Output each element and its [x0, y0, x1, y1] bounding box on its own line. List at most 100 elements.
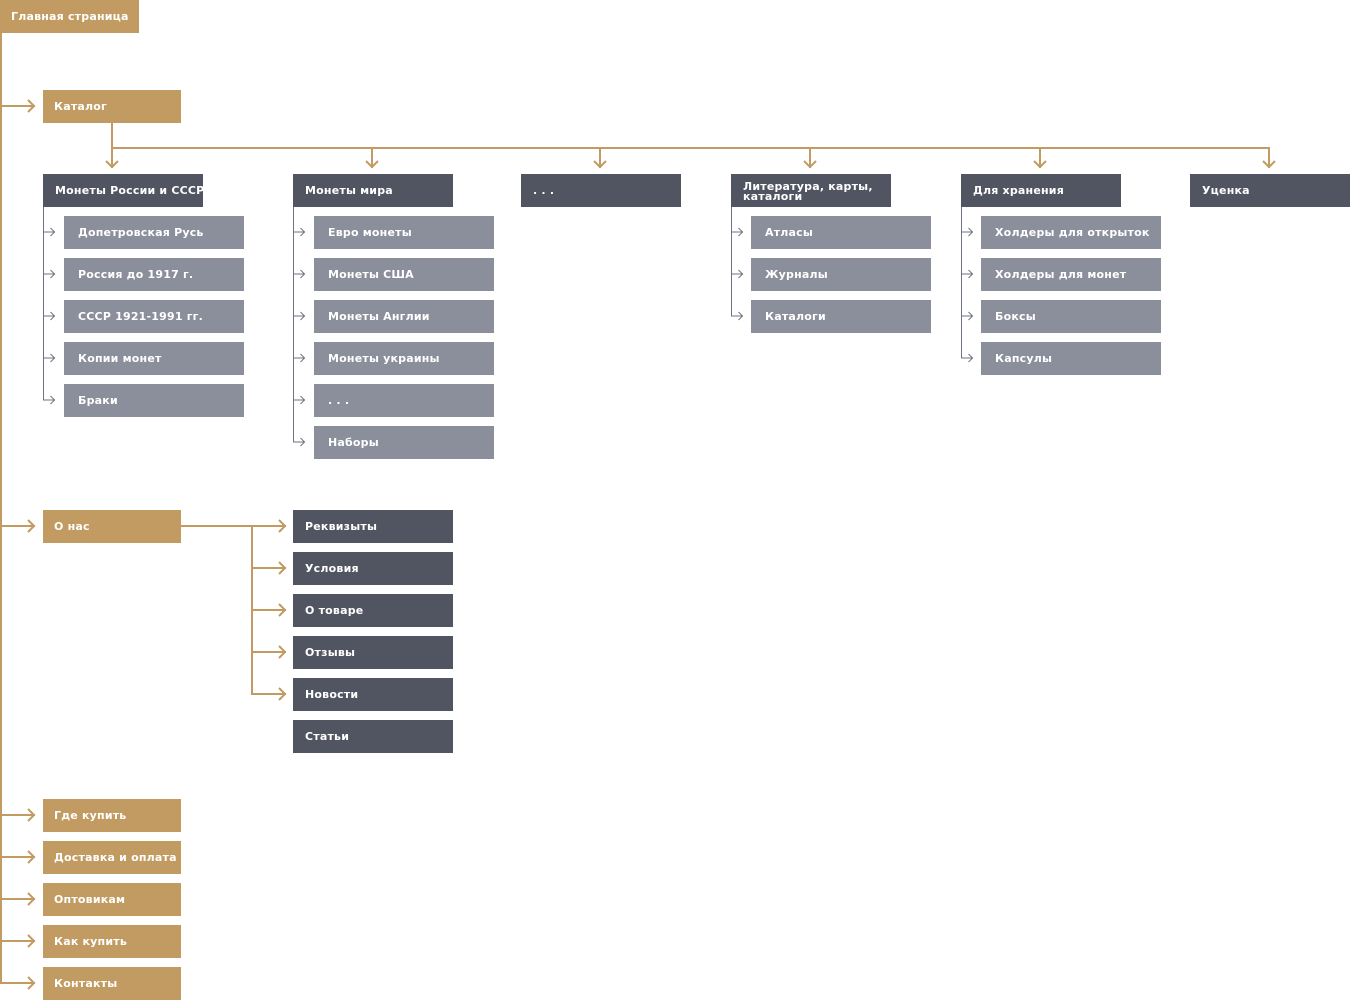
subitem-storage-3[interactable]: Капсулы	[981, 342, 1161, 375]
arrow-head-icon	[27, 976, 36, 990]
subitem-label: Каталоги	[765, 310, 826, 323]
about-item-label: Отзывы	[305, 646, 356, 659]
sub-arrow-head-icon	[738, 227, 744, 237]
about-node-label: О нас	[54, 520, 90, 533]
subitem-label: . . .	[328, 394, 350, 407]
about-item-label: Реквизыты	[305, 520, 378, 533]
arrow-head-icon	[803, 160, 817, 169]
category-russia-ussr[interactable]: Монеты России и СССР	[43, 174, 205, 207]
sub-arrow-head-icon	[968, 269, 974, 279]
arrow-head-icon	[105, 160, 119, 169]
sub-arrow-head-icon	[968, 353, 974, 363]
subitem-label: Наборы	[328, 436, 379, 449]
category-ellipsis[interactable]: . . .	[521, 174, 681, 207]
category-world-coins[interactable]: Монеты мира	[293, 174, 453, 207]
link-label: Контакты	[54, 977, 118, 990]
sub-arrow-head-icon	[50, 269, 56, 279]
subitem-literature-2[interactable]: Каталоги	[751, 300, 931, 333]
about-item-label: Новости	[305, 688, 359, 701]
about-item-1[interactable]: Условия	[293, 552, 453, 585]
subitem-label: Россия до 1917 г.	[78, 268, 194, 281]
category-label: Монеты России и СССР	[55, 184, 205, 197]
sub-arrow-head-icon	[968, 227, 974, 237]
arrow-head-icon	[278, 603, 287, 617]
arrow-head-icon	[1033, 160, 1047, 169]
arrow-head-icon	[278, 561, 287, 575]
about-item-0[interactable]: Реквизыты	[293, 510, 453, 543]
arrow-head-icon	[27, 519, 36, 533]
arrow-head-icon	[27, 892, 36, 906]
sub-arrow-head-icon	[50, 395, 56, 405]
subitem-label: Копии монет	[78, 352, 162, 365]
subitem-world-3[interactable]: Монеты украины	[314, 342, 494, 375]
category-label: Литература, карты, каталоги	[743, 179, 873, 203]
link-delivery-payment[interactable]: Доставка и оплата	[43, 841, 181, 874]
link-wholesale[interactable]: Оптовикам	[43, 883, 181, 916]
about-item-label: О товаре	[305, 604, 364, 617]
link-how-to-buy[interactable]: Как купить	[43, 925, 181, 958]
arrow-head-icon	[27, 850, 36, 864]
root-node[interactable]: Главная страница	[0, 0, 139, 33]
subitem-storage-0[interactable]: Холдеры для открыток	[981, 216, 1161, 249]
link-label: Где купить	[54, 809, 127, 822]
catalog-node[interactable]: Каталог	[43, 90, 181, 123]
subitem-russia-0[interactable]: Допетровская Русь	[64, 216, 244, 249]
about-item-2[interactable]: О товаре	[293, 594, 453, 627]
arrow-head-icon	[278, 645, 287, 659]
arrow-head-icon	[593, 160, 607, 169]
sub-arrow-head-icon	[300, 269, 306, 279]
arrow-head-icon	[278, 519, 287, 533]
subitem-label: Евро монеты	[328, 226, 412, 239]
subitem-world-0[interactable]: Евро монеты	[314, 216, 494, 249]
subitem-label: Монеты украины	[328, 352, 440, 365]
subitem-storage-1[interactable]: Холдеры для монет	[981, 258, 1161, 291]
sub-arrow-head-icon	[300, 395, 306, 405]
sub-arrow-head-icon	[50, 227, 56, 237]
about-node[interactable]: О нас	[43, 510, 181, 543]
category-label: . . .	[533, 184, 555, 197]
arrow-head-icon	[27, 99, 36, 113]
sub-arrow-head-icon	[300, 311, 306, 321]
subitem-literature-1[interactable]: Журналы	[751, 258, 931, 291]
sub-arrow-head-icon	[968, 311, 974, 321]
category-label: Монеты мира	[305, 184, 393, 197]
about-item-3[interactable]: Отзывы	[293, 636, 453, 669]
subitem-russia-4[interactable]: Браки	[64, 384, 244, 417]
subitem-literature-0[interactable]: Атласы	[751, 216, 931, 249]
subitem-world-2[interactable]: Монеты Англии	[314, 300, 494, 333]
subitem-label: Монеты Англии	[328, 310, 430, 323]
category-literature[interactable]: Литература, карты, каталоги	[731, 174, 891, 207]
arrow-head-icon	[1262, 160, 1276, 169]
link-label: Оптовикам	[54, 893, 126, 906]
sub-arrow-head-icon	[300, 227, 306, 237]
subitem-label: Холдеры для монет	[995, 268, 1127, 281]
sub-arrow-head-icon	[300, 437, 306, 447]
subitem-russia-2[interactable]: СССР 1921-1991 гг.	[64, 300, 244, 333]
about-item-4[interactable]: Новости	[293, 678, 453, 711]
subitem-russia-3[interactable]: Копии монет	[64, 342, 244, 375]
subitem-world-1[interactable]: Монеты США	[314, 258, 494, 291]
link-label: Как купить	[54, 935, 127, 948]
subitem-storage-2[interactable]: Боксы	[981, 300, 1161, 333]
link-label: Доставка и оплата	[54, 851, 177, 864]
link-where-to-buy[interactable]: Где купить	[43, 799, 181, 832]
category-label: Для хранения	[973, 184, 1064, 197]
subitem-label: Холдеры для открыток	[995, 226, 1150, 239]
about-item-5[interactable]: Статьи	[293, 720, 453, 753]
subitem-world-4[interactable]: . . .	[314, 384, 494, 417]
subitem-label: Капсулы	[995, 352, 1053, 365]
subitem-russia-1[interactable]: Россия до 1917 г.	[64, 258, 244, 291]
about-item-label: Статьи	[305, 730, 350, 743]
subitem-label: Журналы	[765, 268, 828, 281]
about-item-label: Условия	[305, 562, 359, 575]
category-discount[interactable]: Уценка	[1190, 174, 1350, 207]
subitem-world-5[interactable]: Наборы	[314, 426, 494, 459]
arrow-head-icon	[27, 808, 36, 822]
link-contacts[interactable]: Контакты	[43, 967, 181, 1000]
root-node-label: Главная страница	[11, 10, 129, 23]
sub-arrow-head-icon	[50, 353, 56, 363]
subitem-label: Браки	[78, 394, 118, 407]
sub-arrow-head-icon	[738, 269, 744, 279]
category-storage[interactable]: Для хранения	[961, 174, 1121, 207]
